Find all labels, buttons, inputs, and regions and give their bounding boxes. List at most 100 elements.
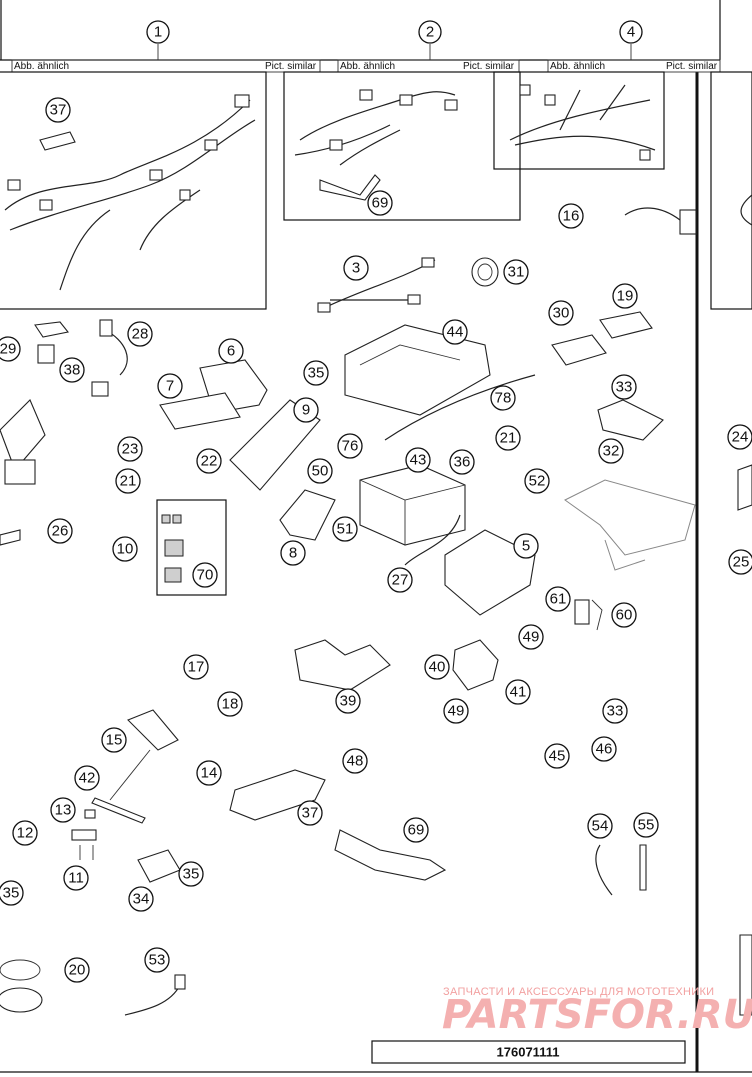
callout-10: 10 [112, 536, 138, 562]
svg-text:70: 70 [197, 567, 214, 584]
svg-text:8: 8 [289, 545, 297, 562]
callout-69b: 69 [403, 817, 429, 843]
svg-text:46: 46 [596, 741, 613, 758]
svg-text:54: 54 [592, 818, 609, 835]
header-label-left: Abb. ähnlich [550, 61, 605, 72]
callout-35b: 35 [178, 861, 204, 887]
svg-text:30: 30 [553, 305, 570, 322]
svg-text:37: 37 [50, 102, 67, 119]
callout-61: 61 [545, 586, 571, 612]
header-label-right: Pict. similar [463, 61, 515, 72]
callout-60: 60 [611, 602, 637, 628]
callout-29: 29 [0, 336, 21, 362]
callout-49b: 49 [443, 698, 469, 724]
callout-33b: 33 [602, 698, 628, 724]
callout-16: 16 [558, 203, 584, 229]
svg-text:22: 22 [201, 453, 218, 470]
header-band-3: Abb. ähnlich Pict. similar [547, 59, 721, 73]
callout-37: 37 [45, 97, 71, 123]
side-box-right [710, 71, 752, 310]
svg-text:53: 53 [149, 952, 166, 969]
callout-55: 55 [633, 812, 659, 838]
watermark-line2: PARTSFOR.RU [442, 992, 752, 1038]
callout-21: 21 [495, 425, 521, 451]
callout-8: 8 [280, 540, 306, 566]
callout-78: 78 [490, 385, 516, 411]
callout-43: 43 [405, 447, 431, 473]
svg-text:14: 14 [201, 765, 218, 782]
svg-text:4: 4 [627, 24, 635, 41]
svg-text:15: 15 [106, 732, 123, 749]
callout-28: 28 [127, 321, 153, 347]
callout-52: 52 [524, 468, 550, 494]
callout-18: 18 [217, 691, 243, 717]
svg-text:51: 51 [337, 521, 354, 538]
svg-text:40: 40 [429, 659, 446, 676]
part-number-box: 176071111 [371, 1040, 686, 1064]
svg-text:76: 76 [342, 438, 359, 455]
callout-9: 9 [293, 397, 319, 423]
svg-text:18: 18 [222, 696, 239, 713]
callout-27: 27 [387, 567, 413, 593]
header-label-right: Pict. similar [265, 61, 317, 72]
callout-12: 12 [12, 820, 38, 846]
callout-5: 5 [513, 533, 539, 559]
callout-53: 53 [144, 947, 170, 973]
svg-text:26: 26 [52, 523, 69, 540]
svg-text:78: 78 [495, 390, 512, 407]
fuse-box-10 [156, 499, 227, 596]
callout-35: 35 [303, 360, 329, 386]
top-callout-2: 2 [418, 20, 442, 60]
svg-text:50: 50 [312, 463, 329, 480]
svg-text:35: 35 [3, 885, 20, 902]
svg-text:5: 5 [522, 538, 530, 555]
callout-21b: 21 [115, 468, 141, 494]
svg-text:21: 21 [500, 430, 517, 447]
header-label-right: Pict. similar [666, 61, 718, 72]
svg-text:44: 44 [447, 324, 464, 341]
callout-39: 39 [335, 688, 361, 714]
callout-42: 42 [74, 765, 100, 791]
callout-38: 38 [59, 357, 85, 383]
svg-text:43: 43 [410, 452, 427, 469]
svg-text:21: 21 [120, 473, 137, 490]
svg-text:32: 32 [603, 443, 620, 460]
svg-text:3: 3 [352, 260, 360, 277]
svg-text:39: 39 [340, 693, 357, 710]
callout-23: 23 [117, 436, 143, 462]
top-callout-4: 4 [619, 20, 643, 60]
svg-text:28: 28 [132, 326, 149, 343]
svg-text:13: 13 [55, 802, 72, 819]
callout-50: 50 [307, 458, 333, 484]
callout-14: 14 [196, 760, 222, 786]
callout-76: 76 [337, 433, 363, 459]
callout-45: 45 [544, 743, 570, 769]
svg-text:29: 29 [0, 341, 16, 358]
svg-text:48: 48 [347, 753, 364, 770]
svg-text:36: 36 [454, 454, 471, 471]
svg-text:49: 49 [523, 629, 540, 646]
svg-text:69: 69 [372, 195, 389, 212]
callout-17: 17 [183, 654, 209, 680]
svg-text:10: 10 [117, 541, 134, 558]
harness-box-2 [283, 71, 521, 221]
svg-text:12: 12 [17, 825, 34, 842]
svg-text:7: 7 [166, 378, 174, 395]
callout-32: 32 [598, 438, 624, 464]
svg-text:1: 1 [154, 24, 162, 41]
callout-26: 26 [47, 518, 73, 544]
header-band-2: Abb. ähnlich Pict. similar [337, 59, 520, 73]
harness-box-1 [0, 71, 267, 310]
harness-box-4 [493, 71, 665, 170]
callout-6: 6 [218, 338, 244, 364]
svg-text:9: 9 [302, 402, 310, 419]
callout-30: 30 [548, 300, 574, 326]
svg-text:42: 42 [79, 770, 96, 787]
callout-22: 22 [196, 448, 222, 474]
callout-70: 70 [192, 562, 218, 588]
callout-54: 54 [587, 813, 613, 839]
svg-text:2: 2 [426, 24, 434, 41]
callout-46: 46 [591, 736, 617, 762]
callout-3: 3 [343, 255, 369, 281]
